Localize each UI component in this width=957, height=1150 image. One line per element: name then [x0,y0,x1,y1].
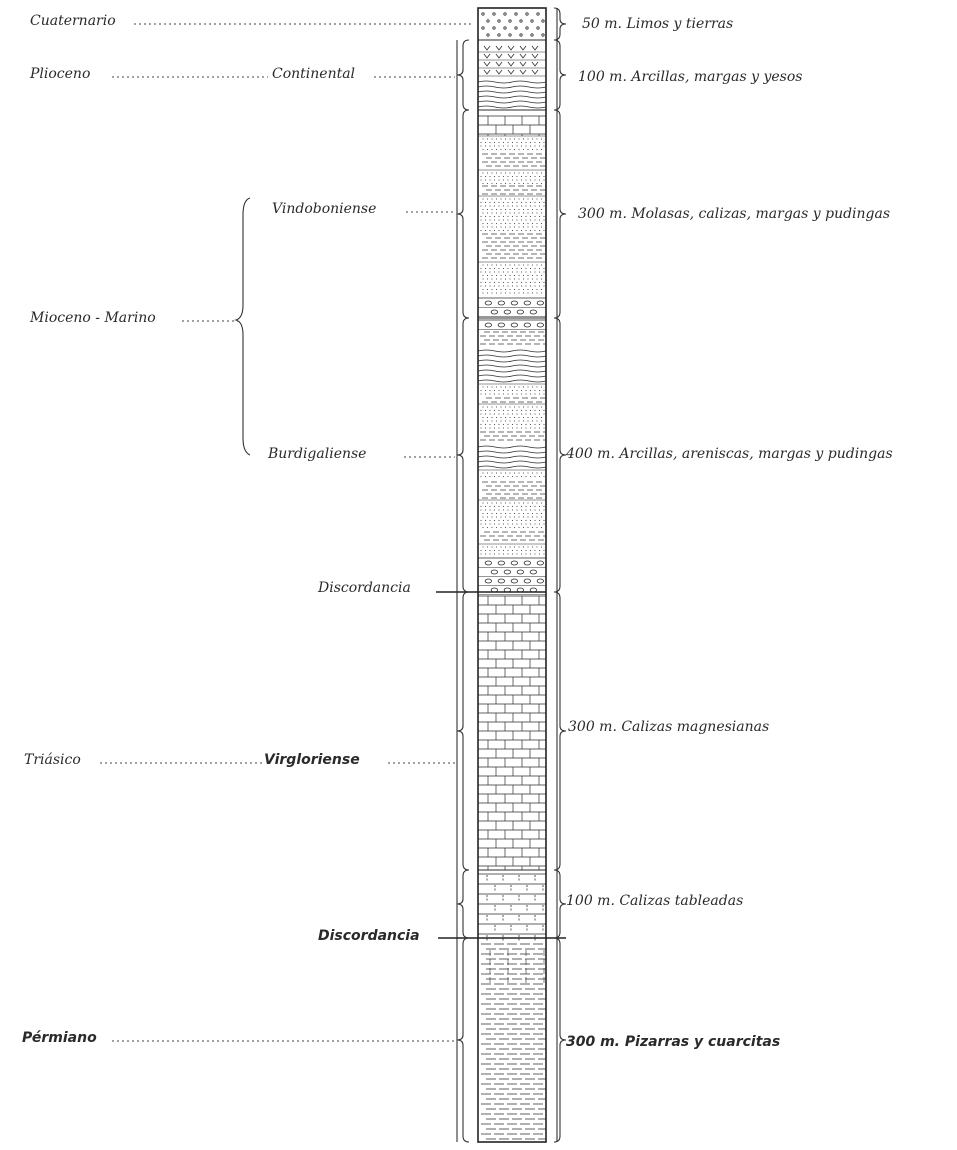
label-cuaternario: Cuaternario [30,13,116,29]
label-unit-4-thickness: 400 m. Arcillas, areniscas, margas y pud… [565,446,893,462]
label-discordancia-2: Discordancia [318,928,420,944]
label-unit-5-thickness: 300 m. Calizas magnesianas [568,719,769,735]
label-burdigaliense: Burdigaliense [267,446,366,462]
column-outline [478,8,546,1142]
label-permiano: Pérmiano [22,1030,97,1046]
left-labels: Cuaternario Plioceno Continental Vindobo… [22,13,420,1046]
label-triasico: Triásico [24,752,81,768]
label-mioceno-marino: Mioceno - Marino [29,310,156,326]
label-virgloriense: Virgloriense [264,752,360,768]
lithology-patterns [478,13,551,1139]
label-discordancia-1: Discordancia [317,580,411,596]
right-labels: 50 m. Limos y tierras 100 m. Arcillas, m… [565,16,893,1050]
label-vindoboniense: Vindoboniense [272,201,376,217]
mioceno-bracket [236,198,250,455]
label-continental: Continental [272,66,355,82]
unit-braces [457,8,566,1142]
leader-lines [100,24,474,1041]
label-unit-7-thickness: 300 m. Pizarras y cuarcitas [566,1034,780,1050]
label-unit-1-thickness: 50 m. Limos y tierras [582,16,733,32]
label-unit-2-thickness: 100 m. Arcillas, margas y yesos [578,69,802,85]
label-plioceno: Plioceno [29,66,90,82]
label-unit-6-thickness: 100 m. Calizas tableadas [566,893,743,909]
label-unit-3-thickness: 300 m. Molasas, calizas, margas y puding… [578,206,890,222]
